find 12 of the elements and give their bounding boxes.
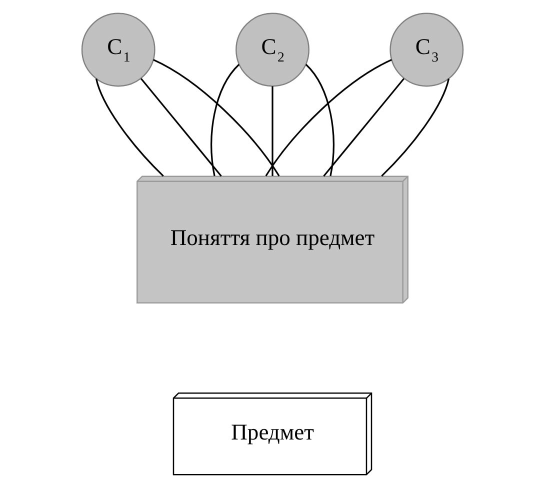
connector [323,78,405,177]
connector [210,64,240,176]
node-circle: C$_{1}$ [81,12,156,87]
connector [95,78,164,177]
connector [381,78,450,177]
connector [153,59,280,176]
node-circle: C$_{3}$ [390,12,464,87]
connector [305,64,334,176]
connector [265,59,392,176]
connector [272,86,274,176]
node-circle: C$_{2}$ [236,12,310,87]
connector [140,78,222,177]
